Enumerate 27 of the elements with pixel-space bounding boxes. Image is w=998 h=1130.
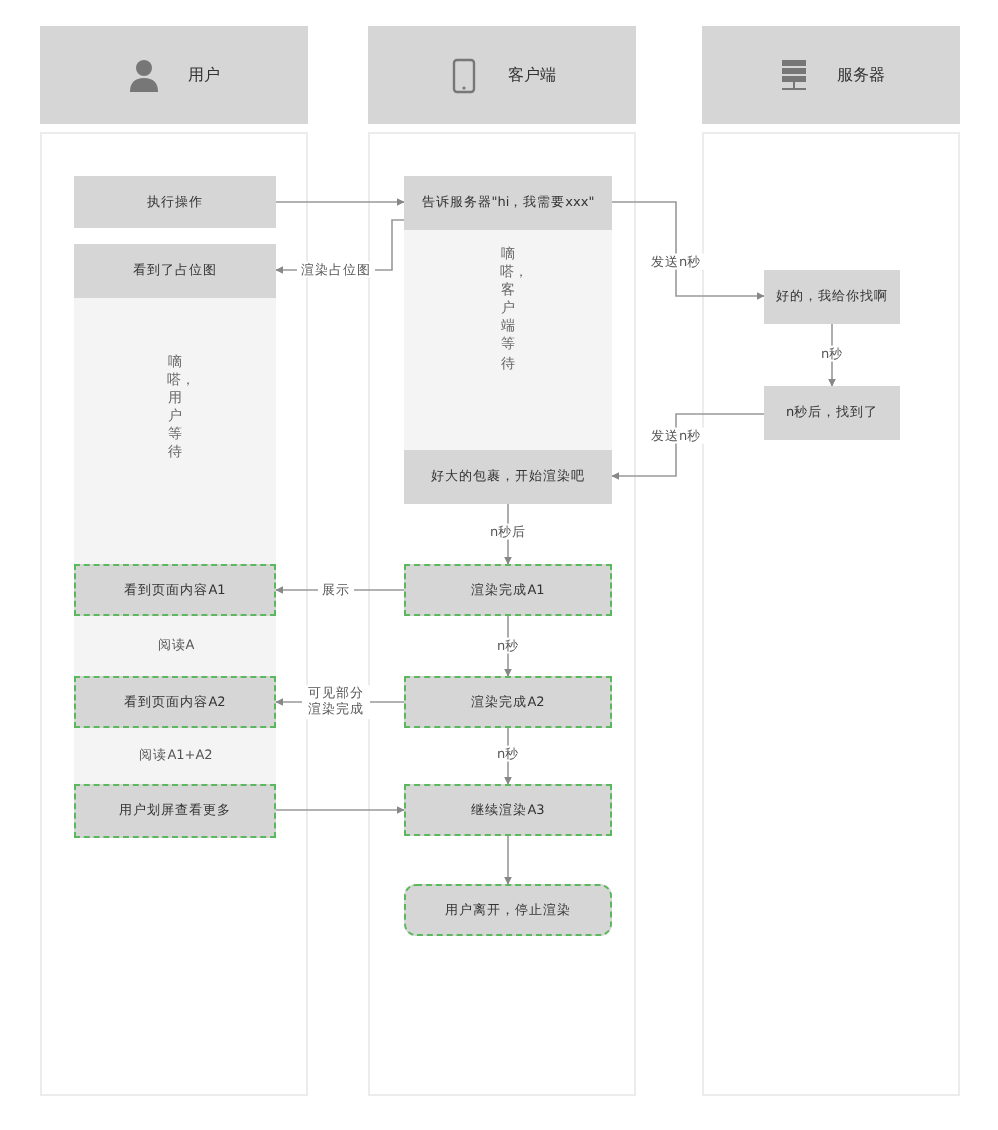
process-box — [404, 564, 612, 616]
process-box — [74, 676, 276, 728]
arrow — [275, 198, 405, 206]
process-box — [404, 176, 612, 230]
end-box — [404, 884, 612, 936]
lane-header — [702, 26, 960, 124]
arrow — [504, 503, 512, 565]
lane-title: 客户端 — [508, 65, 556, 85]
lane-title: 用户 — [188, 65, 220, 85]
process-box — [404, 676, 612, 728]
lane-header — [40, 26, 308, 124]
process-box — [74, 564, 276, 616]
process-box — [404, 450, 612, 504]
process-box — [74, 244, 276, 298]
arrow — [611, 413, 765, 480]
lane-header — [368, 26, 636, 124]
waiting-band — [404, 230, 612, 450]
process-box — [764, 270, 900, 324]
waiting-band — [74, 298, 276, 790]
lane-title: 服务器 — [837, 65, 885, 85]
process-box — [74, 176, 276, 228]
arrow — [504, 835, 512, 885]
process-box — [404, 784, 612, 836]
arrow — [611, 201, 765, 300]
process-box — [74, 784, 276, 838]
arrow — [275, 806, 405, 814]
process-box — [764, 386, 900, 440]
